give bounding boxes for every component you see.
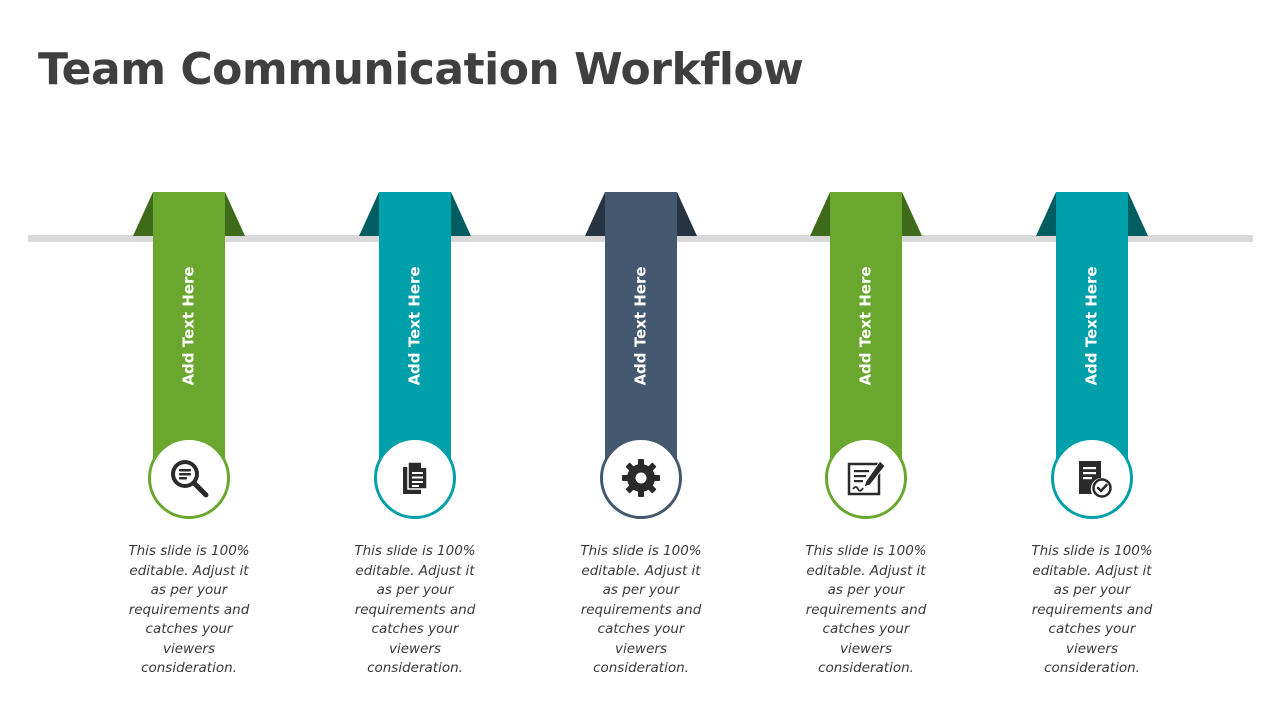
ribbon-band	[605, 192, 677, 472]
ribbon-label[interactable]: Add Text Here	[379, 266, 451, 385]
slide-title: Team Communication Workflow	[38, 44, 804, 95]
ribbon-band	[153, 192, 225, 472]
step-description: This slide is 100% editable. Adjust it a…	[128, 543, 250, 676]
workflow-step-3: Add Text Here This slide is 100% editabl…	[572, 0, 812, 720]
ribbon-fold-left	[810, 192, 830, 236]
workflow-step-5: Add Text Here This slide is 100% editabl…	[1023, 0, 1263, 720]
step-description: This slide is 100% editable. Adjust it a…	[354, 543, 476, 676]
ribbon-fold-right	[677, 192, 697, 236]
ribbon-fold-right	[1128, 192, 1148, 236]
icon-circle	[600, 437, 682, 519]
contract-sign-icon	[847, 460, 886, 496]
icon-circle	[1051, 437, 1133, 519]
step-description: This slide is 100% editable. Adjust it a…	[580, 543, 702, 676]
ribbon-fold-right	[451, 192, 471, 236]
icon-circle	[825, 437, 907, 519]
icon-circle	[148, 437, 230, 519]
ribbon-label-text: Add Text Here	[1083, 266, 1101, 386]
ribbon-label-text: Add Text Here	[632, 266, 650, 386]
step-description: This slide is 100% editable. Adjust it a…	[1031, 543, 1153, 676]
ribbon-label[interactable]: Add Text Here	[153, 266, 225, 385]
ribbon-label-text: Add Text Here	[857, 266, 875, 386]
ribbon-band	[1056, 192, 1128, 472]
search-list-icon	[171, 460, 209, 498]
ribbon-label-text: Add Text Here	[406, 266, 424, 386]
ribbon-fold-right	[902, 192, 922, 236]
gear-icon	[622, 459, 660, 497]
ribbon-fold-left	[359, 192, 379, 236]
ribbon-fold-left	[585, 192, 605, 236]
ribbon-band	[830, 192, 902, 472]
ribbon-label[interactable]: Add Text Here	[1056, 266, 1128, 385]
ribbon-fold-left	[1036, 192, 1056, 236]
ribbon-label-text: Add Text Here	[180, 266, 198, 386]
ribbon-label[interactable]: Add Text Here	[605, 266, 677, 385]
ribbon-fold-left	[133, 192, 153, 236]
workflow-step-1: Add Text Here This slide is 100% editabl…	[120, 0, 360, 720]
ribbon-label[interactable]: Add Text Here	[830, 266, 902, 385]
approved-document-icon	[1079, 461, 1112, 498]
workflow-step-2: Add Text Here This slide is 100% editabl…	[346, 0, 586, 720]
ribbon-band	[379, 192, 451, 472]
icon-circle	[374, 437, 456, 519]
documents-icon	[403, 461, 428, 494]
step-description: This slide is 100% editable. Adjust it a…	[805, 543, 927, 676]
workflow-step-4: Add Text Here This slide is 100% editabl…	[797, 0, 1037, 720]
ribbon-fold-right	[225, 192, 245, 236]
